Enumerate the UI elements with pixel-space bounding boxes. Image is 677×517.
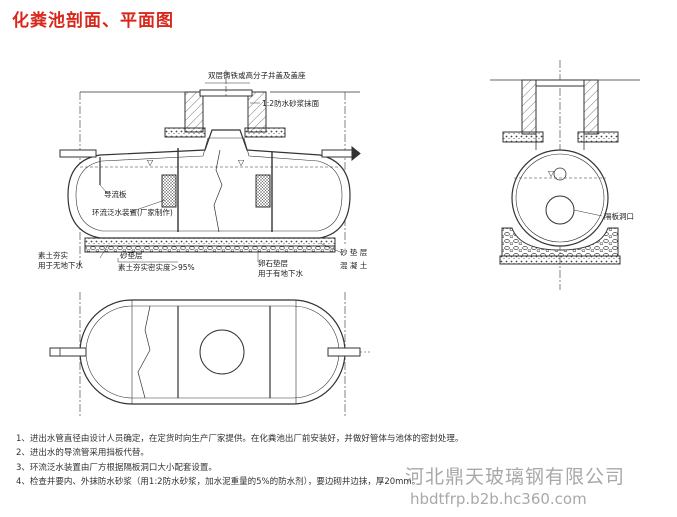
manhole-wall-right <box>247 91 267 133</box>
plan-outlet-pipe <box>327 347 361 357</box>
end-view: ▽ <box>490 60 640 290</box>
note-item: 3、环流泛水装置由厂方根据隔板洞口大小配套设置。 <box>16 462 217 473</box>
collar-right <box>244 127 286 138</box>
tank-body-section <box>67 129 351 239</box>
label-mortar-plaster: 1:2防水砂浆抹面 <box>262 98 320 108</box>
end-manhole-wall-left <box>521 79 537 135</box>
note-item: 2、进出水的导流管采用挡板代替。 <box>16 448 149 459</box>
svg-text:▽: ▽ <box>548 169 555 178</box>
plan-view <box>49 292 370 418</box>
label-with-groundwater: 用于有地下水 <box>258 268 303 278</box>
overflow-device-2 <box>255 174 271 208</box>
label-pebble-cushion: 卵石垫层 <box>258 258 288 268</box>
septic-tank-drawing: ▽ ▽ 双层铸铁或高分子井盖及盖座 1:2防水砂浆抹面 导流 <box>38 60 640 418</box>
label-baffle: 导流板 <box>104 189 127 199</box>
note-item: 4、检查井要内、外抹防水砂浆（用1:2防水砂浆，加水泥重量的5%的防水剂），要边… <box>16 476 421 487</box>
section-view: ▽ ▽ <box>59 70 361 265</box>
inlet-pipe <box>59 149 97 158</box>
svg-text:▽: ▽ <box>147 158 154 167</box>
label-overflow-device: 环流泛水装置(厂家制作) <box>92 207 173 217</box>
label-no-groundwater: 用于无地下水 <box>38 260 83 270</box>
outlet-pipe <box>321 149 353 158</box>
end-tank-circle <box>511 149 609 247</box>
label-concrete: 混 凝 土 <box>340 260 368 270</box>
label-cover: 双层铸铁或高分子井盖及盖座 <box>208 70 306 80</box>
label-partition-hole: 隔板洞口 <box>604 211 634 221</box>
svg-text:▽: ▽ <box>238 158 245 167</box>
label-sand-layer: 砂 垫 层 <box>340 247 368 257</box>
manhole-wall-left <box>184 91 204 133</box>
end-manhole-wall-right <box>583 79 599 135</box>
overflow-device-1 <box>161 174 177 208</box>
label-rammed-soil: 素土夯实 <box>38 250 68 260</box>
outlet-arrow <box>351 145 361 162</box>
collar-left <box>164 127 206 138</box>
notes-list: 1、进出水管直径由设计人员确定，在定货时向生产厂家提供。在化粪池出厂前安装好，并… <box>16 432 463 489</box>
page-title: 化粪池剖面、平面图 <box>12 11 174 31</box>
watermark-company: 河北鼎天玻璃钢有限公司 <box>405 466 626 488</box>
pebble-layer <box>84 245 336 253</box>
end-base-layer <box>499 255 621 265</box>
label-sand-cushion: 砂垫层 <box>120 250 143 260</box>
plan-manhole-circle <box>199 329 245 375</box>
plan-inlet-pipe <box>49 347 87 357</box>
section-labels: 双层铸铁或高分子井盖及盖座 1:2防水砂浆抹面 导流板 环流泛水装置(厂家制作)… <box>38 70 368 278</box>
tank-body-plan <box>79 299 346 405</box>
note-item: 1、进出水管直径由设计人员确定，在定货时向生产厂家提供。在化粪池出厂前安装好，并… <box>16 434 464 444</box>
watermark-url: hbdtfrp.b2b.hc360.com <box>410 490 587 508</box>
sand-cushion-layer <box>84 237 336 247</box>
label-compaction: 素土夯实密实度＞95% <box>118 262 195 272</box>
